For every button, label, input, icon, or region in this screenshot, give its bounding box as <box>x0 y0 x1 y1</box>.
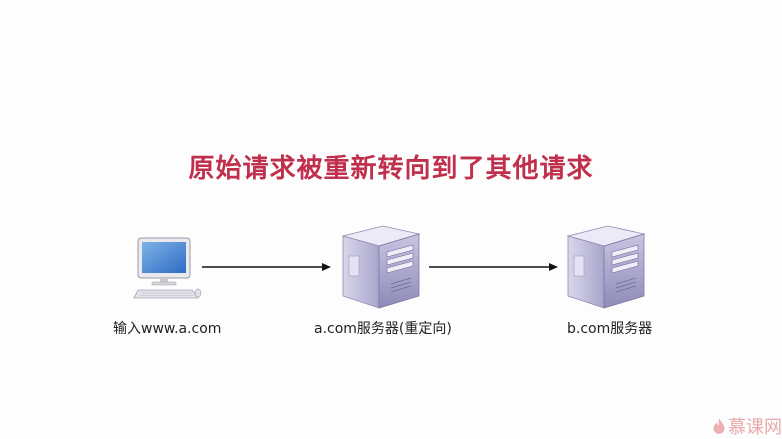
flame-logo-icon <box>713 418 725 434</box>
node-label-client: 输入www.a.com <box>113 321 222 337</box>
watermark: 慕课网 <box>712 413 782 439</box>
arrow-client-to-a <box>202 263 331 271</box>
server-icon <box>566 225 646 309</box>
slide-title: 原始请求被重新转向到了其他请求 <box>188 154 594 184</box>
node-label-server-b: b.com服务器 <box>567 321 653 337</box>
computer-icon <box>133 237 202 299</box>
arrow-a-to-b <box>429 263 558 271</box>
client-computer <box>132 236 202 300</box>
server-icon <box>341 225 421 309</box>
watermark-text: 慕课网 <box>728 417 782 438</box>
node-label-server-a: a.com服务器(重定向) <box>314 321 452 337</box>
server-a <box>335 222 425 312</box>
server-b <box>560 222 650 312</box>
